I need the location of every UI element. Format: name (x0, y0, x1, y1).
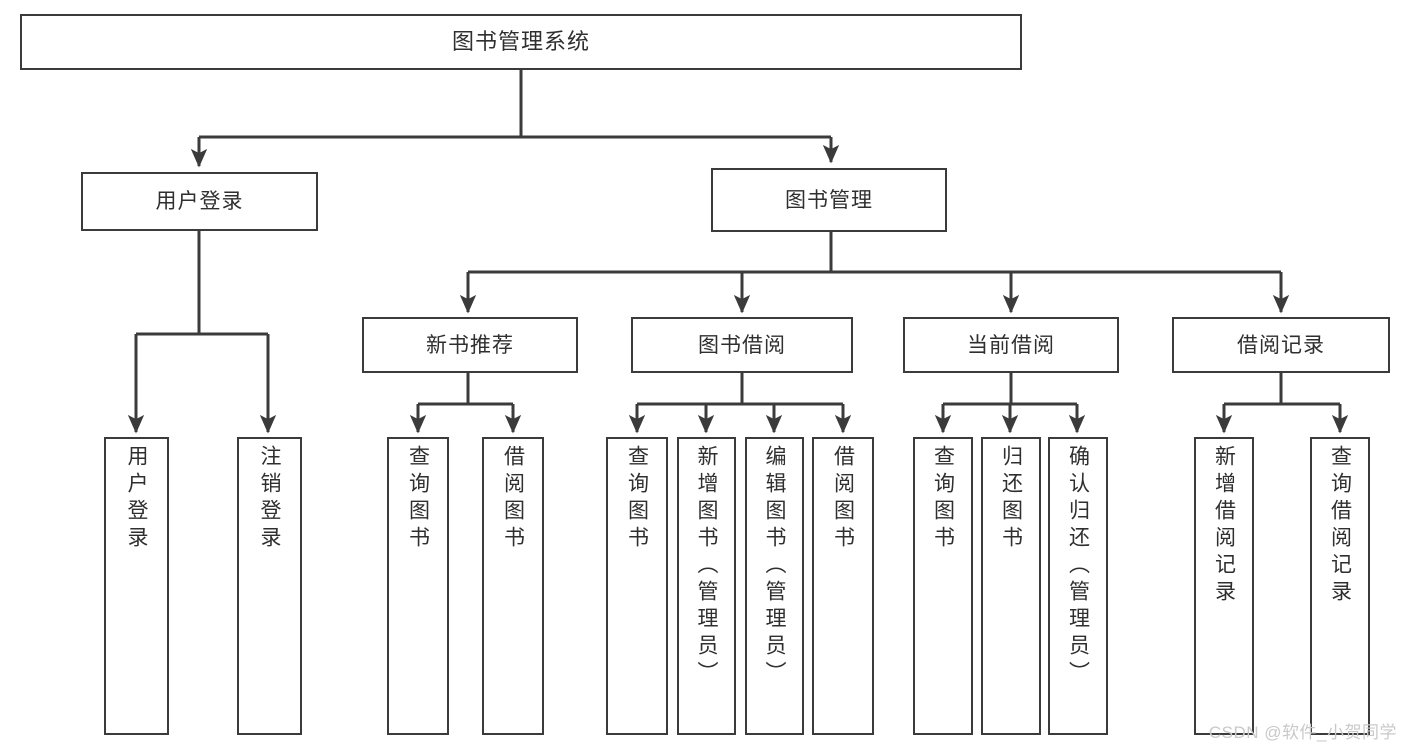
node-leaf-user-login[interactable]: 用户登录 (104, 437, 169, 735)
node-book-manage-label: 图书管理 (785, 188, 873, 212)
node-leaf-confirm-return[interactable]: 确认归还（管理员） (1048, 437, 1108, 735)
node-user-login[interactable]: 用户登录 (81, 172, 318, 231)
node-leaf-user-login-label: 用户登录 (125, 445, 148, 553)
watermark: CSDN @软件_小贺同学 (1208, 723, 1397, 742)
node-leaf-query-book-1-label: 查询图书 (406, 445, 430, 553)
node-leaf-edit-book-label: 编辑图书（管理员） (763, 445, 786, 688)
node-book-borrow[interactable]: 图书借阅 (631, 317, 853, 373)
node-leaf-query-book-3-label: 查询图书 (931, 445, 955, 553)
node-user-login-label: 用户登录 (155, 190, 244, 213)
node-leaf-query-book-1[interactable]: 查询图书 (387, 437, 449, 735)
node-leaf-return-book-label: 归还图书 (999, 445, 1023, 553)
node-leaf-borrow-book-1-label: 借阅图书 (501, 445, 525, 553)
node-root[interactable]: 图书管理系统 (20, 14, 1022, 70)
node-leaf-borrow-book-2-label: 借阅图书 (831, 445, 855, 553)
node-leaf-add-record[interactable]: 新增借阅记录 (1194, 437, 1254, 735)
node-leaf-logout-label: 注销登录 (258, 445, 281, 553)
node-leaf-borrow-book-1[interactable]: 借阅图书 (482, 437, 544, 735)
node-leaf-query-book-2[interactable]: 查询图书 (606, 437, 668, 735)
node-new-book-rec-label: 新书推荐 (426, 333, 514, 357)
node-leaf-edit-book[interactable]: 编辑图书（管理员） (745, 437, 804, 735)
node-leaf-add-book-label: 新增图书（管理员） (695, 445, 718, 688)
node-current-borrow[interactable]: 当前借阅 (903, 317, 1119, 373)
node-leaf-add-record-label: 新增借阅记录 (1212, 445, 1236, 607)
node-leaf-return-book[interactable]: 归还图书 (981, 437, 1041, 735)
node-leaf-logout[interactable]: 注销登录 (237, 437, 302, 735)
node-leaf-add-book[interactable]: 新增图书（管理员） (677, 437, 736, 735)
node-leaf-query-book-3[interactable]: 查询图书 (913, 437, 973, 735)
node-borrow-record-label: 借阅记录 (1237, 333, 1325, 357)
node-leaf-borrow-book-2[interactable]: 借阅图书 (812, 437, 874, 735)
node-borrow-record[interactable]: 借阅记录 (1172, 317, 1390, 373)
node-new-book-rec[interactable]: 新书推荐 (362, 317, 578, 373)
node-leaf-confirm-return-label: 确认归还（管理员） (1066, 445, 1090, 688)
node-leaf-query-book-2-label: 查询图书 (625, 445, 649, 553)
node-root-label: 图书管理系统 (451, 29, 590, 54)
node-book-borrow-label: 图书借阅 (698, 333, 786, 357)
node-leaf-query-record-label: 查询借阅记录 (1328, 445, 1352, 607)
node-leaf-query-record[interactable]: 查询借阅记录 (1310, 437, 1370, 735)
node-book-manage[interactable]: 图书管理 (711, 168, 947, 232)
node-current-borrow-label: 当前借阅 (967, 333, 1055, 357)
